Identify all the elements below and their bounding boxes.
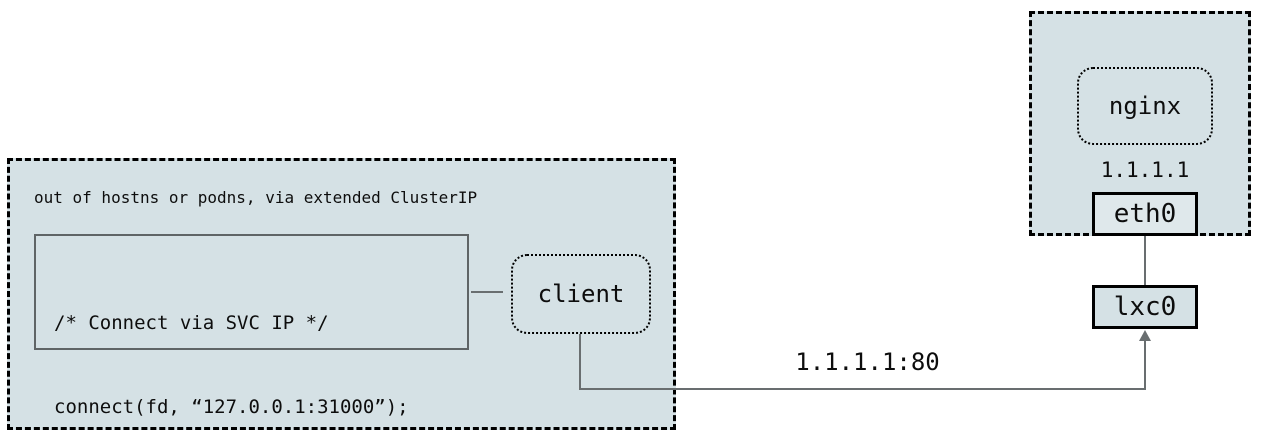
client-box: client: [511, 254, 651, 334]
connector-code-to-client: [471, 291, 503, 293]
route-line-up: [1144, 340, 1146, 390]
arrow-up-icon: [1139, 330, 1151, 341]
pod-ip-label: 1.1.1.1: [1100, 158, 1190, 182]
scenario-title: out of hostns or podns, via extended Clu…: [34, 188, 478, 207]
code-box: /* Connect via SVC IP */ connect(fd, “12…: [34, 234, 469, 418]
eth0-box: eth0: [1092, 192, 1198, 236]
eth0-label: eth0: [1113, 199, 1177, 229]
lxc0-box: lxc0: [1092, 285, 1198, 329]
connection-endpoint-label: 1.1.1.1:80: [795, 348, 940, 376]
route-line-client-down: [579, 334, 581, 390]
host-namespace-box: out of hostns or podns, via extended Clu…: [7, 158, 676, 430]
nginx-label: nginx: [1108, 92, 1182, 120]
route-line-horizontal: [579, 388, 1146, 390]
client-label: client: [537, 280, 625, 308]
code-line-1: /* Connect via SVC IP */: [54, 312, 329, 334]
lxc0-label: lxc0: [1113, 292, 1177, 322]
connector-eth0-to-lxc0: [1144, 236, 1146, 285]
code-line-2: connect(fd, “127.0.0.1:31000”);: [54, 396, 409, 418]
nginx-box: nginx: [1077, 67, 1213, 145]
